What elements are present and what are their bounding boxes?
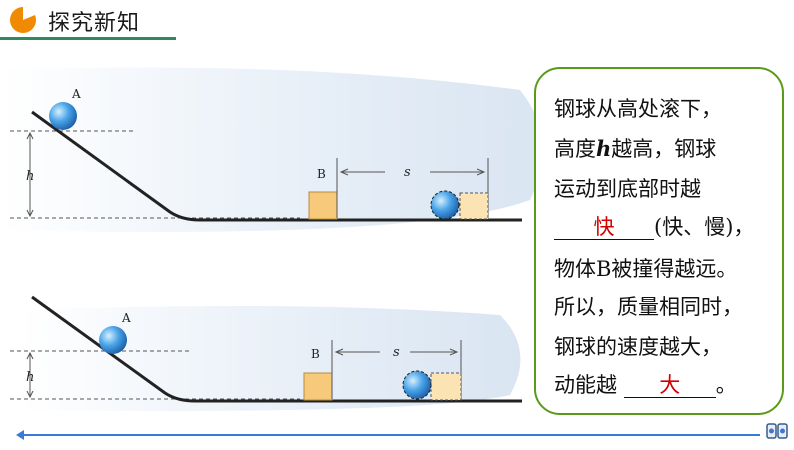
bottom-distance-label: s bbox=[393, 345, 400, 360]
top-ramp-track bbox=[31, 110, 522, 222]
bottom-height-label: h bbox=[26, 370, 34, 385]
experiment-diagram: h A B s h A B s bbox=[0, 67, 543, 411]
top-ball-final-position bbox=[430, 190, 460, 220]
section-title: 探究新知 bbox=[48, 11, 141, 36]
top-ball-label: A bbox=[71, 87, 81, 101]
explanation-line-4: 快(快、慢)， bbox=[554, 211, 754, 241]
explanation-line-2: 高度h越高，钢球 bbox=[554, 133, 716, 163]
answer-blank-2[interactable]: 大 bbox=[623, 373, 716, 398]
section-header: 探究新知 bbox=[0, 0, 794, 40]
explanation-line-3: 运动到底部时越 bbox=[554, 177, 701, 201]
pie-chart-badge-icon bbox=[10, 7, 36, 33]
top-panel-background bbox=[0, 67, 543, 232]
bottom-ball-final-position bbox=[402, 370, 432, 400]
explanation-line-1: 钢球从高处滚下， bbox=[554, 97, 722, 121]
line2-variable: h bbox=[596, 136, 612, 161]
return-home-icon[interactable] bbox=[764, 418, 790, 444]
top-distance-label: s bbox=[404, 165, 411, 180]
bottom-block-label: B bbox=[311, 347, 320, 361]
top-ball-a bbox=[49, 102, 77, 130]
bottom-ball-label: A bbox=[121, 311, 131, 325]
explanation-line-8: 动能越 大。 bbox=[554, 369, 737, 399]
explanation-box: 钢球从高处滚下， 高度h越高，钢球 运动到底部时越 快(快、慢)， 物体B被撞得… bbox=[534, 67, 784, 415]
top-height-label: h bbox=[26, 169, 34, 184]
bottom-ramp-track bbox=[31, 295, 522, 403]
bottom-ball-a bbox=[99, 326, 127, 354]
explanation-line-5: 物体B被撞得越远。 bbox=[554, 257, 738, 281]
top-block-label: B bbox=[317, 167, 326, 181]
top-scenario: h A B s bbox=[10, 87, 522, 222]
answer-blank-1[interactable]: 快 bbox=[554, 215, 654, 240]
header-underline bbox=[0, 37, 176, 40]
explanation-line-7: 钢球的速度越大， bbox=[554, 335, 722, 359]
bottom-block-b bbox=[303, 372, 333, 401]
explanation-line-6: 所以，质量相同时， bbox=[554, 295, 743, 319]
bottom-block-final-position bbox=[430, 372, 462, 401]
line8-pre: 动能越 bbox=[554, 373, 617, 397]
line8-post: 。 bbox=[715, 373, 737, 397]
top-block-b bbox=[308, 191, 338, 220]
line2-pre: 高度 bbox=[554, 137, 596, 161]
line4-post: (快、慢)， bbox=[654, 215, 755, 239]
bottom-scenario: h A B s bbox=[10, 295, 522, 403]
footer-divider bbox=[20, 434, 760, 436]
bottom-panel-background bbox=[20, 306, 521, 411]
top-block-final-position bbox=[459, 192, 489, 220]
line2-post: 越高，钢球 bbox=[611, 137, 717, 161]
